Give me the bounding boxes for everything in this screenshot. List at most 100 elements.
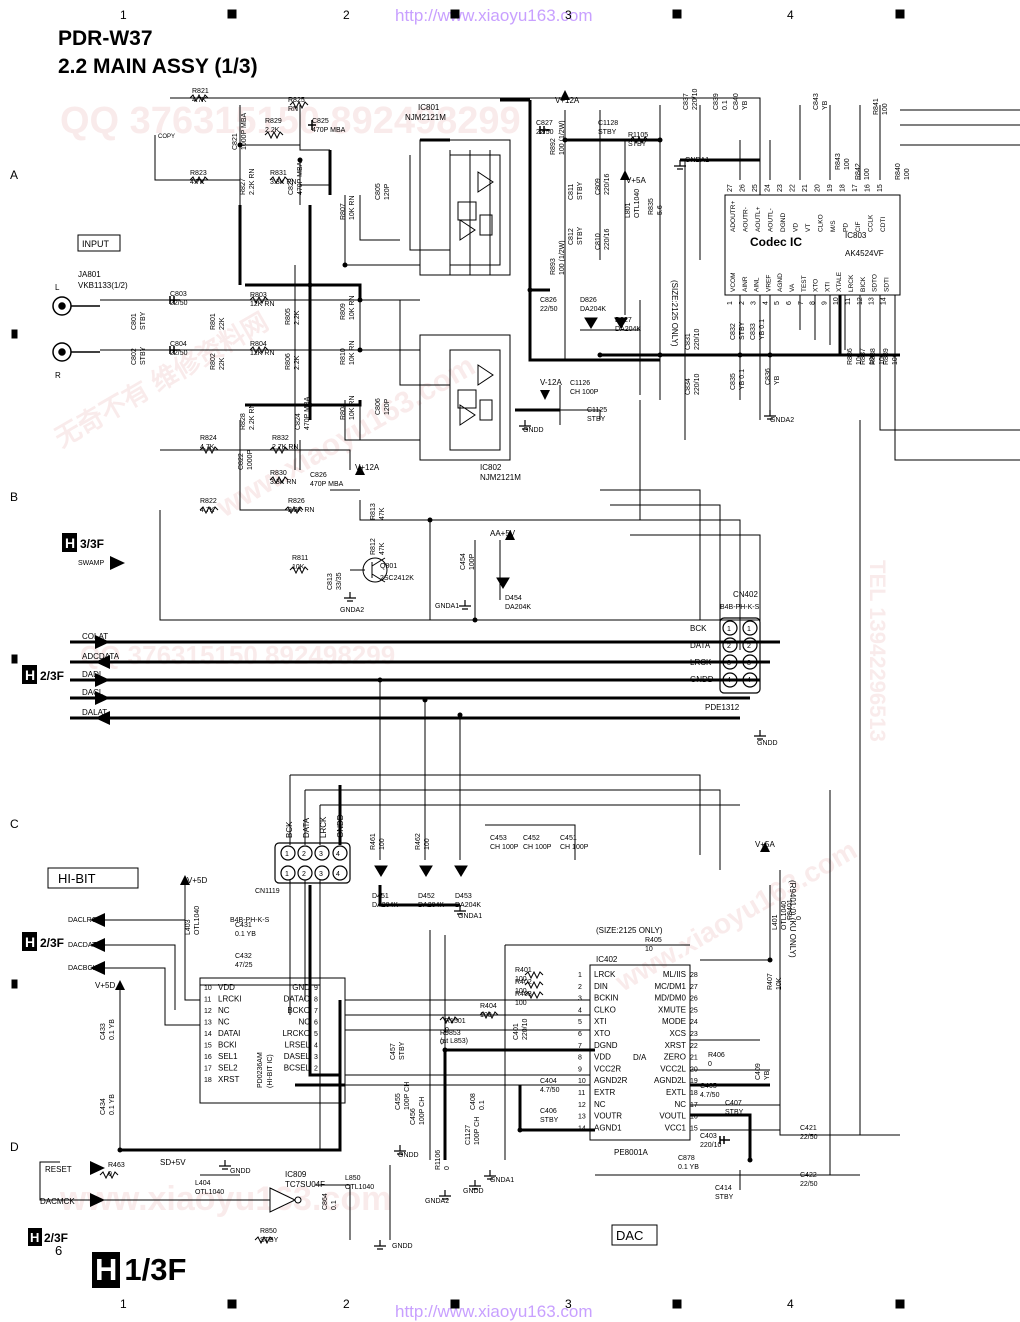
comp-ref-C833: C833 xyxy=(750,323,757,340)
pd0-left-3: NC xyxy=(218,1018,230,1027)
comp-ref-C802: C802 xyxy=(131,348,138,365)
pd0-left-4: DATAI xyxy=(218,1029,240,1038)
comp-val-R827: 2.2K RN xyxy=(249,169,256,195)
comp-val-R462: 100 xyxy=(424,838,431,850)
pd0-left-2: NC xyxy=(218,1006,230,1015)
comp-val-R892: 100 (1/2W) xyxy=(559,120,566,155)
ic402-left-10: EXTR xyxy=(594,1088,616,1097)
col-2-bottom: 2 xyxy=(343,1297,350,1311)
comp-ref-D451: D451 xyxy=(372,893,389,900)
comp-ref-C455: C455 xyxy=(395,1093,402,1110)
page-number: 6 xyxy=(55,1243,63,1258)
comp-val-L850: OTL1040 xyxy=(345,1184,374,1191)
comp-val-R1105: STBY xyxy=(628,141,647,148)
comp-ref-L401: L401 xyxy=(772,914,779,930)
comp-val-C408: 0.1 xyxy=(479,1100,486,1110)
ic402-right-7: ZERO xyxy=(664,1053,686,1062)
cn1119-ref: CN1119 xyxy=(255,888,280,895)
comp-ref-R836: R836 xyxy=(847,348,854,365)
comp-ref-R810: R810 xyxy=(340,348,347,365)
ic402-right-12: VOUTL xyxy=(659,1112,686,1121)
comp-ref-R803: R803 xyxy=(250,292,267,299)
comp-val-R804: 12K RN xyxy=(250,350,275,357)
pd0-left-0: VDD xyxy=(218,983,235,992)
comp-val-R836: 100 xyxy=(856,353,863,365)
comp-ref-R804: R804 xyxy=(250,341,267,348)
h2-ref-1: 2/3F xyxy=(40,669,64,683)
comp-ref-C827: C827 xyxy=(536,120,553,127)
comp-val-C827: 22/50 xyxy=(536,129,554,136)
h2-ref-3: 2/3F xyxy=(44,1231,68,1245)
adc-signal-4: DALAT xyxy=(82,708,107,717)
comp-ref-R462: R462 xyxy=(415,833,422,850)
bottom-url: http://www.xiaoyu163.com xyxy=(395,1302,593,1321)
comp-ref-C824: C824 xyxy=(295,413,302,430)
comp-val-C813: 33/35 xyxy=(336,572,343,590)
pd0-right-5: LRSEL xyxy=(285,1041,311,1050)
cn1119-num-b-3: 4 xyxy=(336,871,340,878)
comp-ref-C406: C406 xyxy=(540,1108,557,1115)
comp-val-R893: 100 (1/2W) xyxy=(559,240,566,275)
pd0-left-num-1: 11 xyxy=(204,997,211,1004)
ic402-right-num-8: 20 xyxy=(690,1066,698,1073)
ic803-pin-bot-num-7: 8 xyxy=(810,301,817,305)
pd0-left-num-3: 13 xyxy=(204,1020,212,1027)
comp-ref-R801: R801 xyxy=(210,313,217,330)
comp-val-C826: 22/50 xyxy=(540,306,558,313)
ic803-pin-top-num-11: 16 xyxy=(865,184,872,192)
comp-ref-C451: C451 xyxy=(560,835,577,842)
ic803-pin-bot-num-4: 5 xyxy=(774,301,781,305)
ic402-right-9: AGND2L xyxy=(654,1076,687,1085)
ic402-right-num-1: 27 xyxy=(690,984,698,991)
ja801-r: R xyxy=(55,371,61,380)
swamp-label: SWAMP xyxy=(78,560,105,567)
col-1-bottom: 1 xyxy=(120,1297,127,1311)
ic402-left-num-7: 8 xyxy=(578,1055,582,1062)
comp-val-C457: STBY xyxy=(399,1041,406,1060)
comp-val-R835: 5.6 xyxy=(657,205,664,215)
diodes-d451-d453 xyxy=(374,865,468,877)
comp-val-R822: 4.7K xyxy=(200,507,215,514)
ic402-left-num-10: 11 xyxy=(578,1090,585,1097)
cn402-pin-num-3: 4 xyxy=(727,677,731,684)
comp-ref-R461: R461 xyxy=(370,833,377,850)
comp-ref-C834: C834 xyxy=(685,378,692,395)
comp-ref-L801: L801 xyxy=(625,202,632,218)
comp-val-R828: 2.2K RN xyxy=(249,404,256,430)
cn402-ref: CN402 xyxy=(733,590,758,599)
comp-ref-R840: R840 xyxy=(895,163,902,180)
ic803-codec xyxy=(724,194,901,296)
ic803-pin-bot-10: LRCK xyxy=(848,274,855,292)
comp-val-C414: STBY xyxy=(715,1194,734,1201)
row-c: C xyxy=(10,817,19,831)
ic402-right-5: XCS xyxy=(670,1029,686,1038)
comp-ref-D454: D454 xyxy=(505,595,522,602)
ic803-pin-bot-11: BICK xyxy=(860,276,867,292)
comp-ref-C836: C836 xyxy=(765,368,772,385)
comp-val-C812: STBY xyxy=(577,226,584,245)
pd0-right-0: GND xyxy=(292,983,310,992)
dac-signal-2: DACBCK xyxy=(68,965,98,972)
ic402-left-num-11: 12 xyxy=(578,1102,586,1109)
comp-val-D826: DA204K xyxy=(580,306,606,313)
gnd-gndd-4: GNDD xyxy=(398,1152,419,1159)
cn1119-num-b-1: 2 xyxy=(302,871,306,878)
comp-val-R813: 47K xyxy=(379,507,386,520)
top-url: http://www.xiaoyu163.com xyxy=(395,6,593,25)
ic809-buffer xyxy=(269,1187,302,1213)
ic402-right-num-5: 23 xyxy=(690,1031,698,1038)
comp-val-C826b: 470P MBA xyxy=(310,481,344,488)
comp-ref-C806: C806 xyxy=(375,398,382,415)
ic803-pin-bot-num-3: 4 xyxy=(762,301,769,305)
gnd-gndd-6: GNDD xyxy=(392,1243,413,1250)
comp-val-R9401: 0 xyxy=(796,916,803,920)
comp-ref-C433: C433 xyxy=(100,1023,107,1040)
cn1119-num-a-2: 3 xyxy=(319,851,323,858)
pd0-left-num-6: 16 xyxy=(204,1054,212,1061)
thick-bus xyxy=(238,98,900,420)
comp-val-C404: 4.7/50 xyxy=(540,1087,560,1094)
comp-val-C864: 0.1 xyxy=(331,1200,338,1210)
pd0-right-num-5: 4 xyxy=(314,1043,318,1050)
comp-val-R843: 100 xyxy=(844,158,851,170)
comp-ref-L850: L850 xyxy=(345,1175,361,1182)
